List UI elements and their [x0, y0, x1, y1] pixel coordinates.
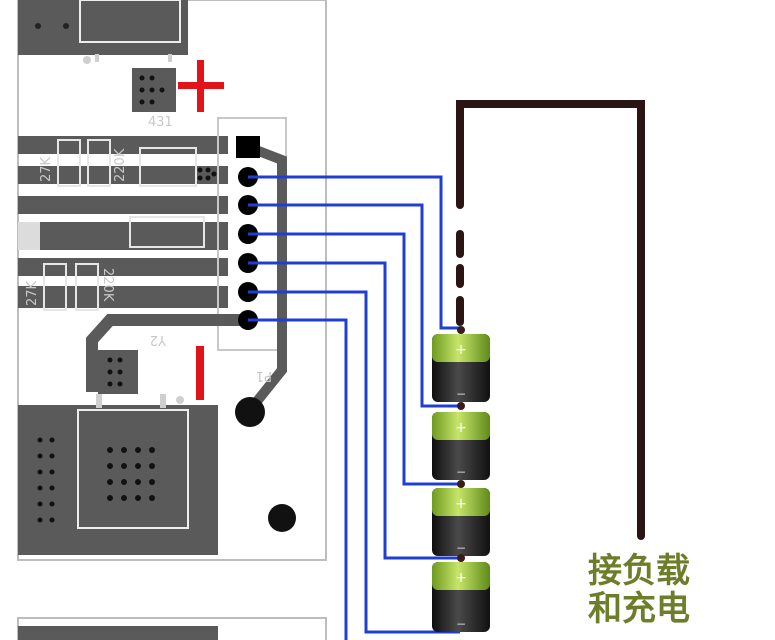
pad-negative: [235, 397, 265, 427]
load-charge-caption: 接负载 和充电: [588, 552, 768, 628]
cell-minus-label: −: [456, 617, 466, 631]
cell-plus-label: +: [455, 420, 467, 436]
resistor-label-r2: 220K: [113, 148, 128, 182]
battery-cell-1: + −: [432, 334, 490, 402]
connector-label: P1: [256, 368, 272, 383]
balance-wires: [248, 175, 460, 640]
pcb-board: 431 27K 220K 27K 220K Y2 P1: [17, 0, 327, 640]
battery-cell-4: + −: [432, 562, 490, 632]
cell-minus-label: −: [456, 541, 466, 555]
battery-cell-2: + −: [432, 412, 490, 480]
negative-marker: [196, 346, 204, 400]
cell-plus-label: +: [455, 342, 467, 358]
resistor-label-r1: 27K: [39, 156, 54, 182]
cell-minus-label: −: [456, 465, 466, 479]
resistor-label-r4: 220K: [100, 268, 115, 302]
positive-marker: [178, 60, 224, 112]
caption-line-2: 和充电: [588, 589, 690, 629]
cell-plus-label: +: [455, 496, 467, 512]
main-pack-wire: [456, 100, 645, 540]
battery-stack: + − + − + − + −: [432, 326, 490, 632]
cell-plus-label: +: [455, 570, 467, 586]
ic-label: 431: [148, 115, 173, 130]
caption-line-1: 接负载: [588, 551, 690, 591]
cell-minus-label: −: [456, 387, 466, 401]
mounting-hole: [268, 504, 296, 532]
battery-cell-3: + −: [432, 488, 490, 556]
crystal-label: Y2: [150, 332, 167, 347]
resistor-label-r3: 27K: [25, 280, 40, 306]
